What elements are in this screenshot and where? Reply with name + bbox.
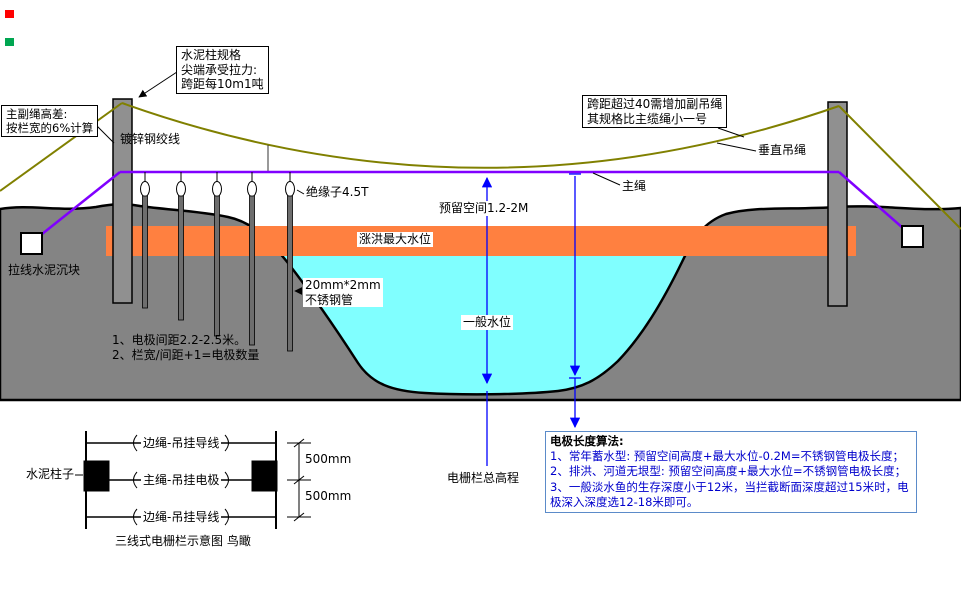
color-mark-red [5, 10, 14, 18]
leader-main-rope [592, 172, 621, 186]
detail-dimension [287, 438, 311, 522]
electrode-length-info-box: 电极长度算法: 1、常年蓄水型: 预留空间高度+最大水位-0.2M=不锈钢管电极… [545, 431, 917, 513]
flood-level-label: 涨洪最大水位 [357, 232, 434, 247]
galvanized-wire-label: 镀锌钢绞线 [120, 132, 181, 146]
span-note-callout: 跨距超过40需增加副吊绳 其规格比主缆绳小一号 [582, 95, 728, 129]
detail-dim-bottom-label: 500mm [305, 489, 352, 503]
concrete-post-right [827, 101, 848, 307]
vertical-rope-label: 垂直吊绳 [758, 143, 807, 157]
anchor-sinker-left [20, 232, 43, 255]
detail-hooks [133, 434, 229, 526]
electrode-2 [176, 172, 186, 321]
leader-insulator [296, 189, 305, 195]
catenary-cable [121, 102, 840, 169]
main-rope-anchor-left [31, 171, 121, 243]
insulator-icon [140, 181, 150, 197]
detail-wire-top-label: 边绳-吊挂导线 [141, 436, 222, 451]
info-box-item-2: 2、排洪、河道无垠型: 预留空间高度+最大水位=不锈钢管电极长度； [550, 464, 907, 479]
steel-pipe-label: 20mm*2mm 不锈钢管 [303, 278, 383, 308]
electrode-3 [212, 172, 222, 337]
flood-level-band [106, 226, 856, 256]
normal-level-label: 一般水位 [461, 315, 514, 330]
info-box-item-1: 1、常年蓄水型: 预留空间高度+最大水位-0.2M=不锈钢管电极长度； [550, 449, 904, 464]
insulator-icon [212, 181, 222, 197]
leader-vertical-rope [716, 142, 757, 152]
guy-wire-right [838, 105, 961, 230]
electrode-4 [247, 172, 257, 346]
fence-elevation-label: 电栅栏总高程 [445, 471, 522, 486]
insulator-icon [247, 181, 257, 197]
rope-height-diff-callout: 主副绳高差: 按栏宽的6%计算 [1, 105, 99, 138]
electrode-group [140, 172, 295, 352]
detail-caption: 三线式电栅栏示意图 鸟瞰 [115, 534, 251, 548]
anchor-block-label: 拉线水泥沉块 [8, 263, 81, 277]
insulator-icon [176, 181, 186, 197]
insulator-icon [285, 181, 295, 197]
info-box-title: 电极长度算法: [550, 434, 624, 448]
concrete-post-left [112, 98, 133, 304]
leader-post-spec [138, 69, 181, 98]
electrode-5 [285, 172, 295, 352]
electrode-notes-label: 1、电极间距2.2-2.5米。 2、栏宽/间距+1=电极数量 [112, 333, 260, 362]
leader-span-note [717, 127, 745, 138]
detail-post-label: 水泥柱子 [26, 467, 75, 481]
main-rope-anchor-right [838, 171, 913, 237]
detail-dim-top-label: 500mm [305, 452, 352, 466]
color-mark-green [5, 38, 14, 46]
leader-lines [94, 69, 757, 295]
detail-post-right-block [251, 460, 278, 492]
detail-wire-mid-label: 主绳-吊挂电极 [141, 473, 222, 488]
detail-post-left-block [83, 460, 110, 492]
measurement-lines [481, 173, 581, 466]
guy-wire-left [0, 102, 123, 192]
electrode-1 [140, 172, 150, 309]
anchor-sinker-right [901, 225, 924, 248]
info-box-item-3: 3、一般淡水鱼的生存深度小于12米，当拦截断面深度超过15米时，电极深入深度选1… [550, 479, 909, 509]
insulator-label: 绝缘子4.5T [306, 185, 369, 199]
main-rope-label: 主绳 [622, 179, 647, 193]
detail-wire-bottom-label: 边绳-吊挂导线 [141, 510, 222, 525]
post-spec-callout: 水泥柱规格 尖端承受拉力: 跨距每10m1吨 [176, 46, 269, 94]
reserved-space-label: 预留空间1.2-2M [437, 201, 531, 216]
